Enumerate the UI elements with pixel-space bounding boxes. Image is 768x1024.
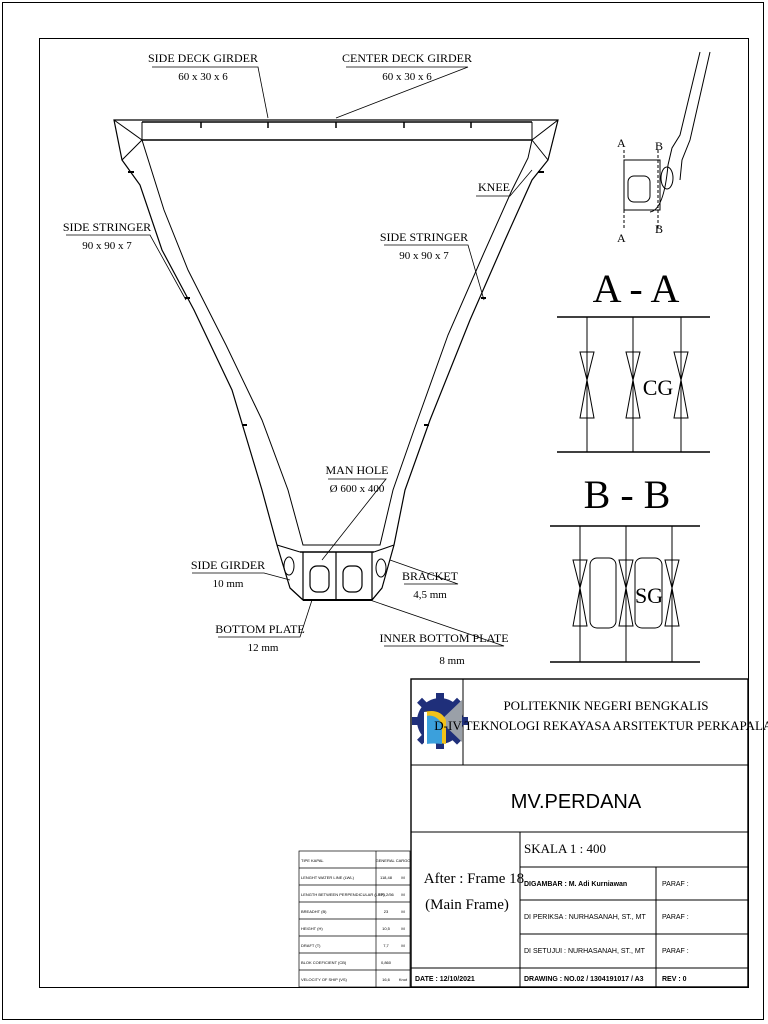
title-paraf-1: PARAF : <box>662 881 689 888</box>
ship-table-unit: M <box>401 875 404 880</box>
mark-b-top: B <box>655 139 663 153</box>
ship-table-label: LENGTH BETWEEN PERPENDICULAR (LPP) <box>301 892 385 897</box>
knee-left <box>113 119 143 161</box>
ship-table-value: 118,48 <box>380 875 393 880</box>
title-rev: REV : 0 <box>662 976 687 983</box>
label-side-stringer-left-size: 90 x 90 x 7 <box>82 240 132 252</box>
label-bracket: BRACKET <box>402 569 459 583</box>
ship-table-value: 10,5 <box>382 926 391 931</box>
title-date: DATE : 12/10/2021 <box>415 976 475 983</box>
inner-hull-line <box>141 139 533 546</box>
ship-table-label: TIPE KAPAL <box>301 858 324 863</box>
ship-table-value: 16,6 <box>382 977 391 982</box>
ship-table-label: BREADHT (B) <box>301 909 327 914</box>
man-hole-left <box>309 565 330 593</box>
section-aa-title: A - A <box>593 266 680 311</box>
label-bottom-plate-size: 12 mm <box>248 642 279 654</box>
label-side-stringer-left: SIDE STRINGER <box>63 220 151 234</box>
mark-a-bottom: A <box>617 231 626 245</box>
label-bottom-plate: BOTTOM PLATE <box>215 622 304 636</box>
section-bb-sg: SG <box>635 583 663 608</box>
leader-lines <box>66 66 533 647</box>
label-man-hole-size: Ø 600 x 400 <box>330 483 385 495</box>
ship-table-label: VELOCITY OF SHIP (VS) <box>301 977 348 982</box>
stringer-ticks <box>128 171 544 426</box>
title-block-grid <box>410 678 749 988</box>
main-frame-section <box>113 119 559 601</box>
label-side-stringer-right-size: 90 x 90 x 7 <box>399 250 449 262</box>
inner-border <box>39 38 749 988</box>
bracket-hole-right <box>375 558 387 578</box>
ship-table-label: HEIGHT (H) <box>301 926 323 931</box>
ship-table-label: LENGHT WATER LINE (LWL) <box>301 875 355 880</box>
knee-right <box>531 119 559 161</box>
deck-girder-ticks <box>200 122 472 128</box>
section-aa-drawing <box>557 316 710 453</box>
ship-table-unit: M <box>401 943 404 948</box>
label-center-deck-girder: CENTER DECK GIRDER <box>342 51 472 65</box>
label-side-deck-girder-size: 60 x 30 x 6 <box>178 71 228 83</box>
ship-table-rows: TIPE KAPAL GENERAL CARGO LENGHT WATER LINE… <box>301 858 410 982</box>
label-knee: KNEE <box>478 180 510 194</box>
label-side-girder-size: 10 mm <box>213 578 244 590</box>
title-checked-by: DI PERIKSA : NURHASANAH, ST., MT <box>524 914 646 921</box>
ship-table-label: BLOK COEFICIENT (CB) <box>301 960 347 965</box>
label-center-deck-girder-size: 60 x 30 x 6 <box>382 71 432 83</box>
label-side-deck-girder: SIDE DECK GIRDER <box>148 51 258 65</box>
bracket-left <box>276 544 304 601</box>
title-ship-name: MV.PERDANA <box>511 791 642 813</box>
label-inner-bottom-plate-size: 8 mm <box>439 655 465 667</box>
label-man-hole: MAN HOLE <box>326 463 389 477</box>
title-drawn-by: DIGAMBAR : M. Adi Kurniawan <box>524 881 627 888</box>
label-inner-bottom-plate: INNER BOTTOM PLATE <box>379 631 508 645</box>
title-program: D-IV TEKNOLOGI REKAYASA ARSITEKTUR PERKA… <box>434 718 768 733</box>
ship-table-value: 123,2/56 <box>378 892 394 897</box>
title-approved-by: DI SETUJUI : NURHASANAH, ST., MT <box>524 948 646 955</box>
institution-logo <box>412 693 468 749</box>
bracket-right <box>371 544 395 601</box>
man-hole-right <box>342 565 363 593</box>
detail-key <box>623 51 711 230</box>
label-side-stringer-right: SIDE STRINGER <box>380 230 468 244</box>
title-drawing-no: DRAWING : NO.02 / 1304191017 / A3 <box>524 976 644 983</box>
title-institution: POLITEKNIK NEGERI BENGKALIS <box>503 698 708 713</box>
label-side-girder: SIDE GIRDER <box>191 558 265 572</box>
title-paraf-2: PARAF : <box>662 914 689 921</box>
ship-table-value: GENERAL CARGO <box>376 858 411 863</box>
title-paraf-3: PARAF : <box>662 948 689 955</box>
section-bb-drawing <box>550 525 700 663</box>
section-bb-title: B - B <box>584 472 671 517</box>
ship-table-value: 0,860 <box>381 960 392 965</box>
ship-table-value: 23 <box>384 909 389 914</box>
ship-table-unit: M <box>401 892 404 897</box>
mark-a-top: A <box>617 136 626 150</box>
ship-table-label: DRAFT (T) <box>301 943 321 948</box>
ship-table-unit: Knot <box>399 977 408 982</box>
ship-table-value: 7,7 <box>383 943 389 948</box>
bracket-hole-left <box>283 556 295 576</box>
label-bracket-size: 4,5 mm <box>413 589 447 601</box>
ship-table-unit: M <box>401 926 404 931</box>
title-scale: SKALA 1 : 400 <box>524 841 606 856</box>
section-aa-cg: CG <box>643 375 674 400</box>
ship-table-unit: M <box>401 909 404 914</box>
title-view-line1: After : Frame 18 <box>424 871 524 887</box>
mark-b-bottom: B <box>655 222 663 236</box>
ship-table-grid <box>298 850 411 988</box>
title-view-line2: (Main Frame) <box>425 897 509 913</box>
